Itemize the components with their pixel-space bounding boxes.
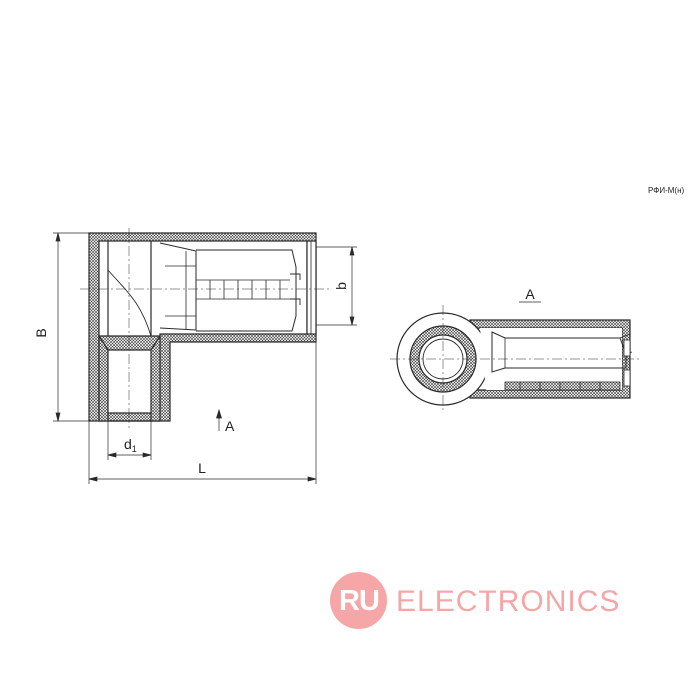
dimension-B: B xyxy=(33,328,49,337)
side-contact-teeth xyxy=(519,382,601,390)
front-view xyxy=(80,228,330,428)
dimension-L: L xyxy=(198,460,206,476)
view-arrow-label: A xyxy=(225,418,235,434)
front-dimensions xyxy=(53,232,357,484)
logo-badge xyxy=(330,572,387,629)
contact-teeth xyxy=(209,280,281,299)
dimension-b: b xyxy=(333,282,349,290)
brand-logo: RU ELECTRONICS xyxy=(330,572,640,630)
housing-wall xyxy=(88,232,317,422)
view-a-title: A xyxy=(525,286,535,302)
logo-wordmark: ELECTRONICS xyxy=(396,585,621,618)
inner-sleeve xyxy=(98,335,161,422)
model-code-label: РФИ-М(н) xyxy=(648,186,685,195)
dimension-d1: d1 xyxy=(124,436,137,454)
view-a xyxy=(390,305,640,412)
logo-badge-text: RU xyxy=(339,585,380,617)
